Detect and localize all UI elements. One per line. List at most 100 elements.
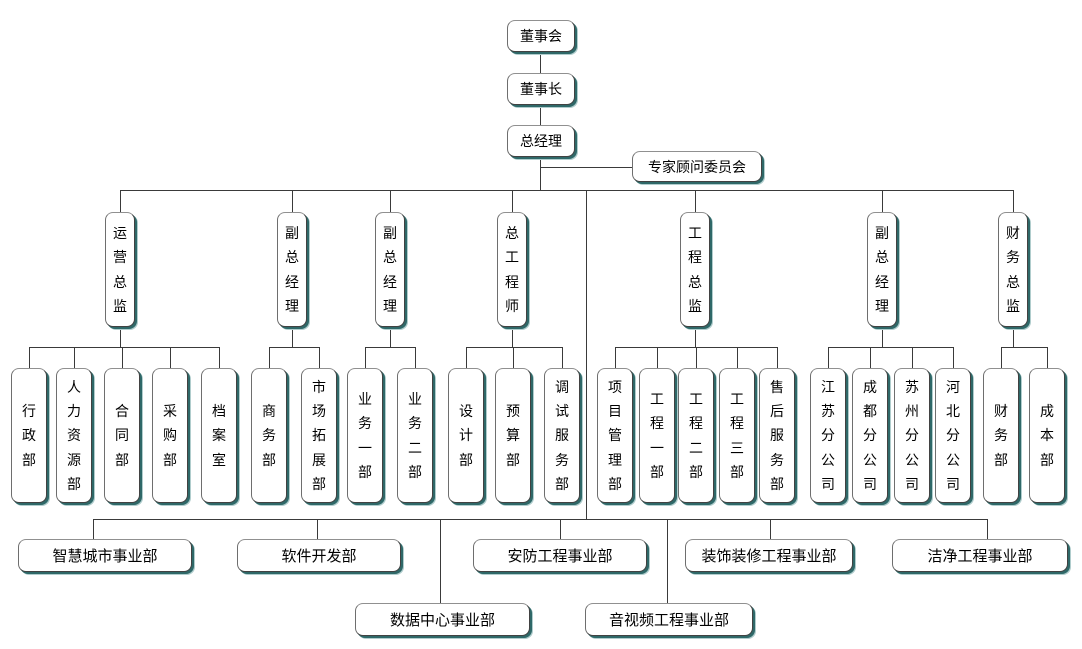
node-commissioning-service-dept: 调试服务部 <box>544 368 580 503</box>
node-chief-engineer: 总工程师 <box>497 212 527 327</box>
node-label: 合同部 <box>115 403 129 468</box>
node-label: 人力资源部 <box>67 379 81 492</box>
connector-line <box>466 347 467 368</box>
node-hebei-branch: 河北分公司 <box>935 368 971 503</box>
node-cost-dept: 成本部 <box>1029 368 1065 503</box>
node-chengdu-branch: 成都分公司 <box>852 368 888 503</box>
connector-line <box>828 347 954 348</box>
connector-line <box>695 327 696 347</box>
node-data-center-bu: 数据中心事业部 <box>355 603 530 636</box>
node-av-engineering-bu: 音视频工程事业部 <box>585 603 753 636</box>
node-contract-dept: 合同部 <box>104 368 140 503</box>
node-engineering-director: 工程总监 <box>680 212 710 327</box>
node-suzhou-branch: 苏州分公司 <box>894 368 930 503</box>
connector-line <box>562 347 563 368</box>
node-label: 项目管理部 <box>608 379 622 492</box>
connector-line <box>415 347 416 368</box>
connector-line <box>987 519 988 539</box>
node-label: 装饰装修工程事业部 <box>701 548 837 565</box>
node-label: 成都分公司 <box>863 379 877 492</box>
connector-line <box>870 347 871 368</box>
connector-line <box>29 347 30 368</box>
connector-line <box>953 347 954 368</box>
node-label: 业务一部 <box>358 391 372 480</box>
node-label: 音视频工程事业部 <box>608 612 729 629</box>
connector-line <box>737 347 738 368</box>
connector-line <box>540 105 541 125</box>
node-label: 副总经理 <box>285 225 299 314</box>
connector-line <box>269 347 320 348</box>
node-label: 售后服务部 <box>770 379 784 492</box>
connector-line <box>440 519 441 603</box>
node-label: 安防工程事业部 <box>507 548 613 565</box>
node-label: 总工程师 <box>505 225 519 314</box>
connector-line <box>770 519 771 539</box>
connector-line <box>828 347 829 368</box>
connector-line <box>317 519 318 539</box>
node-budget-dept: 预算部 <box>495 368 531 503</box>
connector-line <box>586 190 587 519</box>
node-label: 档案室 <box>212 403 226 468</box>
node-software-dev-dept: 软件开发部 <box>237 539 401 572</box>
node-engineering-dept-3: 工程三部 <box>719 368 755 503</box>
node-label: 调试服务部 <box>555 379 569 492</box>
connector-line <box>122 347 123 368</box>
node-label: 采购部 <box>163 403 177 468</box>
node-operations-director: 运营总监 <box>105 212 135 327</box>
connector-line <box>615 347 616 368</box>
node-jiangsu-branch: 江苏分公司 <box>810 368 846 503</box>
node-admin-dept: 行政部 <box>11 368 47 503</box>
node-label: 工程三部 <box>730 391 744 480</box>
node-deputy-gm-1: 副总经理 <box>277 212 307 327</box>
connector-line <box>390 327 391 347</box>
connector-line <box>540 157 541 190</box>
node-board: 董事会 <box>507 20 575 52</box>
node-label: 预算部 <box>506 403 520 468</box>
connector-line <box>513 347 514 368</box>
node-label: 市场拓展部 <box>312 379 326 492</box>
node-label: 河北分公司 <box>946 379 960 492</box>
connector-line <box>292 190 293 212</box>
connector-line <box>512 327 513 347</box>
connector-line <box>74 347 75 368</box>
node-clean-engineering-bu: 洁净工程事业部 <box>892 539 1068 572</box>
node-business-dept-2: 业务二部 <box>397 368 433 503</box>
connector-line <box>390 190 391 212</box>
node-label: 副总经理 <box>383 225 397 314</box>
node-hr-dept: 人力资源部 <box>56 368 92 503</box>
node-label: 工程一部 <box>650 391 664 480</box>
connector-line <box>1013 327 1014 347</box>
connector-line <box>319 347 320 368</box>
node-procurement-dept: 采购部 <box>152 368 188 503</box>
connector-line <box>466 347 563 348</box>
connector-line <box>269 347 270 368</box>
node-commerce-dept: 商务部 <box>251 368 287 503</box>
connector-line <box>1001 347 1048 348</box>
connector-line <box>777 347 778 368</box>
connector-line <box>292 327 293 347</box>
node-label: 江苏分公司 <box>821 379 835 492</box>
connector-line <box>1013 190 1014 212</box>
connector-line <box>365 347 416 348</box>
node-label: 董事会 <box>520 28 562 44</box>
node-after-sales-service-dept: 售后服务部 <box>759 368 795 503</box>
node-label: 成本部 <box>1040 403 1054 468</box>
node-archives-room: 档案室 <box>201 368 237 503</box>
connector-line <box>695 190 696 212</box>
node-finance-dept: 财务部 <box>983 368 1019 503</box>
node-engineering-dept-1: 工程一部 <box>639 368 675 503</box>
connector-line <box>1001 347 1002 368</box>
node-label: 苏州分公司 <box>905 379 919 492</box>
node-label: 财务总监 <box>1006 225 1020 314</box>
node-label: 财务部 <box>994 403 1008 468</box>
node-smart-city-bu: 智慧城市事业部 <box>18 539 192 572</box>
node-label: 运营总监 <box>113 225 127 314</box>
node-project-management-dept: 项目管理部 <box>597 368 633 503</box>
connector-line <box>93 519 987 520</box>
node-deputy-gm-2: 副总经理 <box>375 212 405 327</box>
node-design-dept: 设计部 <box>448 368 484 503</box>
connector-line <box>882 327 883 347</box>
node-label: 工程总监 <box>688 225 702 314</box>
node-market-expansion-dept: 市场拓展部 <box>301 368 337 503</box>
connector-line <box>696 347 697 368</box>
